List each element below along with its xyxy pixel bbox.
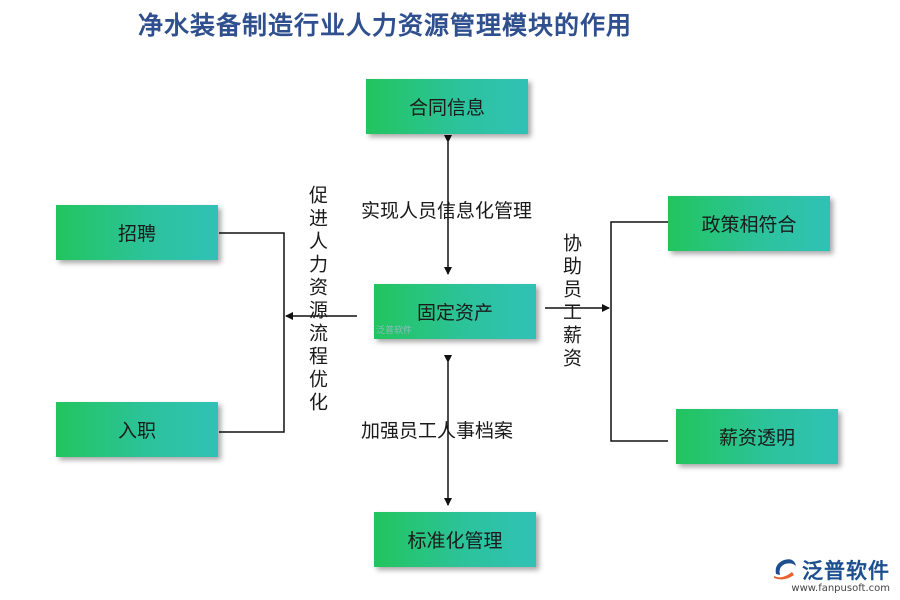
node-policy-compliance: 政策相符合 <box>668 196 830 251</box>
node-contract-info: 合同信息 <box>366 79 528 134</box>
node-salary-transparency: 薪资透明 <box>676 409 838 464</box>
node-fixed-assets: 固定资产 <box>374 284 536 339</box>
diagram-title: 净水装备制造行业人力资源管理模块的作用 <box>138 11 633 40</box>
edge-label-left: 促进人力资源流程优化 <box>306 185 328 415</box>
node-standardized-management: 标准化管理 <box>374 512 536 567</box>
logo-name: 泛普软件 <box>802 559 890 583</box>
edge-label-right: 协助员工薪资 <box>560 233 582 371</box>
logo-url: www.fanpusoft.com <box>791 583 890 594</box>
edge-label-top: 实现人员信息化管理 <box>361 200 533 222</box>
fanpu-logo-icon <box>772 556 798 584</box>
node-onboarding: 入职 <box>56 402 218 457</box>
node-recruitment: 招聘 <box>56 205 218 260</box>
right-bracket <box>610 221 668 442</box>
brand-logo: 泛普软件 www.fanpusoft.com <box>772 555 890 594</box>
edge-label-bottom: 加强员工人事档案 <box>361 420 514 442</box>
watermark: 泛普软件 <box>376 326 413 336</box>
left-bracket <box>219 232 285 433</box>
